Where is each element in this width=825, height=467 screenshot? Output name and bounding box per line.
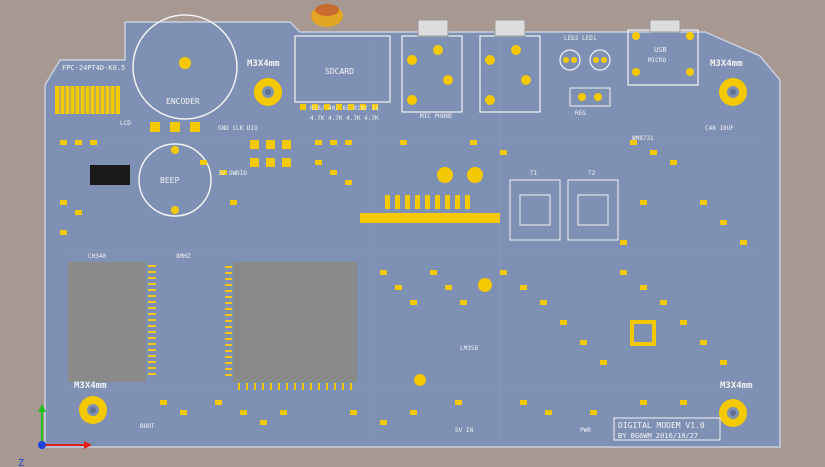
- fpc-label-text: FPC-24PT4D-K0.5: [62, 64, 125, 72]
- mount-hole-bottom-right[interactable]: [719, 399, 747, 427]
- black-ic: [90, 165, 130, 185]
- mic-label: MIC PHONE: [420, 113, 453, 120]
- swd-header-label: GND CLK DIO: [218, 125, 258, 132]
- boot-label: BOOT: [140, 423, 155, 430]
- orange-component-top: [315, 4, 339, 16]
- codec-label-top: WM8731: [632, 135, 654, 142]
- encoder-center-pad[interactable]: [179, 57, 191, 69]
- mount-hole-top-left[interactable]: [254, 78, 282, 106]
- cap-label: C48 10UF: [705, 125, 734, 132]
- expansion-strip: [360, 195, 500, 223]
- beep-outline: [138, 143, 212, 217]
- audio-jack-mic[interactable]: [401, 19, 463, 113]
- axis-z-label: Z: [18, 458, 24, 467]
- t2-label: T2: [588, 170, 596, 177]
- pcb-board: [44, 21, 781, 448]
- board-title: DIGITAL MODEM V1.0: [618, 421, 705, 430]
- led-label: LED2 LED1: [564, 35, 597, 42]
- swd-header-label-2: 3V SWDIO: [218, 170, 247, 177]
- sdram-chip[interactable]: [225, 262, 357, 390]
- transformer-2: [567, 179, 619, 241]
- mount-hole-top-right[interactable]: [719, 78, 747, 106]
- audio-jack-phone[interactable]: [479, 19, 541, 113]
- mcu-chip[interactable]: [68, 262, 156, 382]
- capacitors: [414, 167, 492, 386]
- codec-chip: [630, 320, 656, 346]
- led-power-label: PWR: [580, 427, 591, 434]
- mount-label-top-left: M3X4mm: [247, 59, 280, 69]
- regulator: [569, 87, 611, 107]
- usb-connector[interactable]: [627, 19, 699, 86]
- encoder-label: ENCODER: [166, 97, 200, 106]
- swd-header[interactable]: [250, 140, 291, 167]
- smd-pads: [60, 140, 747, 425]
- lcd-label: LCD: [120, 120, 131, 127]
- led-pair: [559, 49, 611, 71]
- pullup-label: R18/ 40/ 6C R10/ 11: [310, 105, 379, 112]
- reg-label: REG: [575, 110, 586, 117]
- title-box: [613, 417, 721, 441]
- encoder-pad-mid: [170, 122, 180, 132]
- mount-label-bottom-left: M3X4mm: [74, 381, 107, 391]
- power-label: 5V IN: [455, 427, 473, 434]
- board-author: BY BG6WM 2016/10/27: [618, 432, 698, 440]
- beep-label: BEEP: [160, 176, 179, 185]
- sdcard-pads: [300, 104, 378, 110]
- beep-pad-2: [171, 206, 179, 214]
- copper-pour: [60, 40, 760, 440]
- mount-label-top-right: M3X4mm: [710, 59, 743, 69]
- crystal-label: 8MHZ: [176, 253, 191, 260]
- pullup-values: 4.7K 4.7K 4.7K 4.7K: [310, 115, 379, 122]
- mount-hole-bottom-left[interactable]: [79, 396, 107, 424]
- t1-label: T1: [530, 170, 538, 177]
- beep-pad: [171, 146, 179, 154]
- encoder-outline: [132, 14, 238, 120]
- sdcard-outline: [294, 35, 391, 103]
- usb-footprint-label: MICRO: [648, 57, 666, 64]
- transformer-1: [509, 179, 561, 241]
- sdcard-label: SDCARD: [325, 67, 354, 76]
- axis-gizmo: [38, 404, 92, 449]
- encoder-pad-left: [150, 122, 160, 132]
- encoder-pad-right: [190, 122, 200, 132]
- opamp-label: LM358: [460, 345, 478, 352]
- mcu-label: CH340: [88, 253, 106, 260]
- fpc-connector: [55, 86, 120, 114]
- mount-label-bottom-right: M3X4mm: [720, 381, 753, 391]
- usb-label: USB: [654, 46, 667, 54]
